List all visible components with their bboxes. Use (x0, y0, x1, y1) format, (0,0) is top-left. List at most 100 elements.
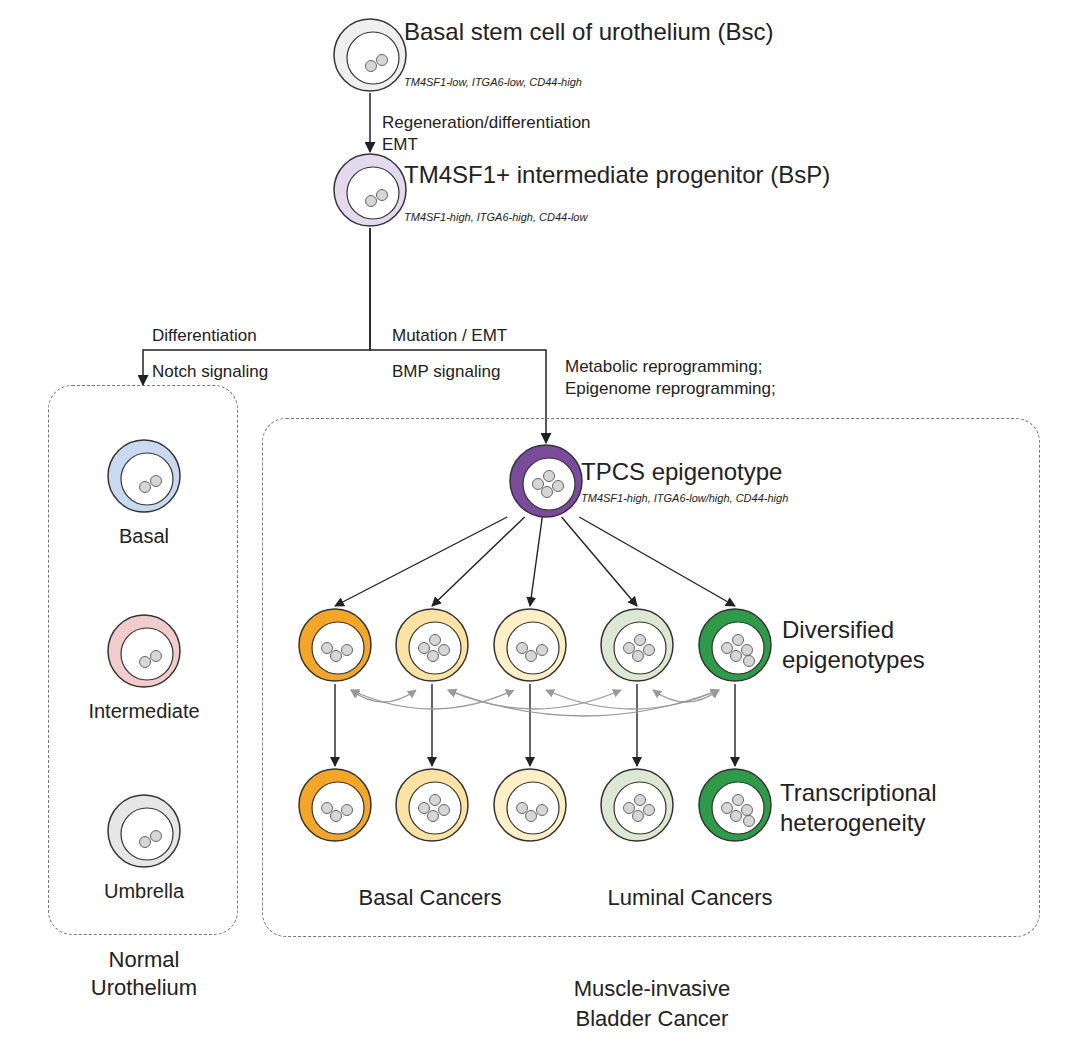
cell-dot (430, 635, 441, 646)
cell-dot (526, 811, 537, 822)
connector-arrow (370, 228, 546, 443)
crosstalk-arrow (351, 690, 416, 702)
cell-ring (601, 769, 673, 841)
cell-nucleus (712, 622, 764, 674)
cell-nucleus (409, 782, 461, 834)
cell-dot (419, 803, 430, 814)
cell-shape (508, 443, 584, 519)
node-title: Basal (66, 524, 222, 548)
cell-dot (733, 635, 744, 646)
down-arrow (636, 684, 637, 766)
cell-dot (342, 645, 353, 656)
cell-dot (322, 803, 333, 814)
cell-ring (108, 795, 180, 867)
cell-nucleus (121, 453, 173, 505)
cell-icon (494, 769, 566, 841)
cell-icon (108, 440, 180, 512)
cell-ring (396, 769, 468, 841)
down-arrow (431, 684, 432, 766)
cell-dot (537, 805, 548, 816)
crosstalk-arrow (653, 690, 719, 702)
node-title: Muscle-invasive Bladder Cancer (557, 974, 747, 1034)
cell-ring (108, 615, 180, 687)
cell-dot (377, 190, 388, 201)
cell-dot (742, 805, 753, 816)
cell-ring (510, 445, 582, 517)
cell-dot (644, 805, 655, 816)
process-note: Metabolic reprogramming; Epigenome repro… (565, 356, 795, 400)
cell-icon (396, 769, 468, 841)
cell-dot (744, 816, 755, 827)
cell-dot (633, 811, 644, 822)
cell-dot (722, 643, 733, 654)
node-title: TM4SF1+ intermediate progenitor (BsP) (404, 160, 830, 190)
cell-nucleus (409, 622, 461, 674)
fan-arrow (579, 517, 735, 606)
cell-dot (419, 643, 430, 654)
cell-dot (439, 805, 450, 816)
cell-dot (439, 645, 450, 656)
cell-shape (106, 613, 182, 689)
fan-arrow (530, 517, 542, 606)
cell-dot (331, 811, 342, 822)
cell-icon (699, 769, 771, 841)
cell-dot (526, 651, 537, 662)
cell-dot (731, 811, 742, 822)
cell-icon (510, 445, 582, 517)
cell-dot (537, 645, 548, 656)
cell-shape (106, 793, 182, 869)
cell-ring (494, 609, 566, 681)
node-title: Umbrella (66, 879, 222, 903)
group-box: Normal UrotheliumBasalIntermediateUmbrel… (48, 385, 238, 935)
node-markers: TM4SF1-high, ITGA6-low/high, CD44-high (581, 491, 788, 505)
cell-ring (699, 609, 771, 681)
tpcs-cell: TPCS epigenotypeTM4SF1-high, ITGA6-low/h… (508, 443, 584, 519)
cell-nucleus (312, 622, 364, 674)
umbrella-cell: Umbrella (106, 793, 182, 869)
connector-arrow (143, 228, 370, 385)
cell-ring (299, 769, 371, 841)
down-arrow (529, 684, 530, 766)
fan-arrow (562, 517, 637, 606)
edge-label: Regeneration/differentiation EMT (382, 112, 612, 156)
cell-icon (299, 769, 371, 841)
cell-ring (699, 769, 771, 841)
cell-dot (140, 657, 151, 668)
cell-nucleus (121, 628, 173, 680)
cell-dot (744, 656, 755, 667)
cell-dot (635, 635, 646, 646)
cell-icon (699, 609, 771, 681)
row-label: Diversified epigenotypes (782, 615, 962, 675)
cell-ring (334, 154, 406, 226)
cell-nucleus (507, 622, 559, 674)
cell-dot (542, 487, 553, 498)
cell-icon (334, 19, 406, 91)
edge-label: Mutation / EMT BMP signaling (392, 318, 532, 390)
group-label: Luminal Cancers (590, 884, 790, 912)
cell-nucleus (614, 622, 666, 674)
cell-dot (377, 55, 388, 66)
cell-nucleus (347, 167, 399, 219)
down-arrow (734, 684, 735, 766)
cell-dot (635, 795, 646, 806)
basal-cell: Basal (106, 438, 182, 514)
down-arrow (334, 684, 335, 766)
cell-dot (731, 651, 742, 662)
cell-dot (331, 651, 342, 662)
cell-ring (396, 609, 468, 681)
node-markers: TM4SF1-high, ITGA6-high, CD44-low (404, 210, 587, 224)
cell-dot (430, 795, 441, 806)
cell-nucleus (523, 458, 575, 510)
cell-icon (299, 609, 371, 681)
cell-dot (151, 651, 162, 662)
cell-icon (601, 769, 673, 841)
node-title: TPCS epigenotype (581, 457, 782, 487)
connector-arrow (369, 93, 371, 152)
cell-icon (494, 609, 566, 681)
crosstalk-arrow (448, 690, 719, 716)
cell-icon (108, 615, 180, 687)
cell-nucleus (121, 808, 173, 860)
cell-ring (494, 769, 566, 841)
cell-dot (742, 645, 753, 656)
cell-dot (140, 482, 151, 493)
